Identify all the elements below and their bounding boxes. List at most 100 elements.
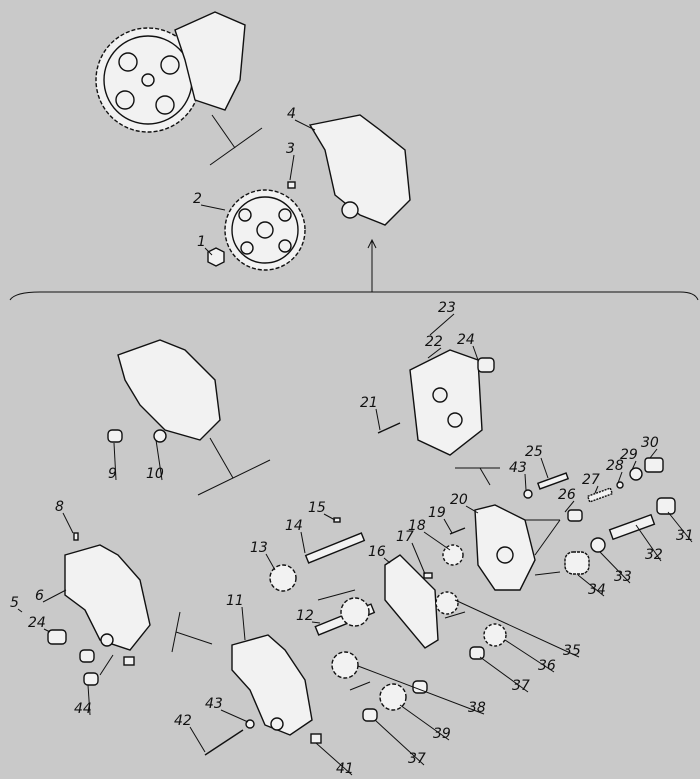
leader-line-31 — [667, 511, 693, 543]
pump-body-mid — [117, 339, 221, 443]
callout-42: 42 — [174, 713, 192, 729]
callout-12: 12 — [296, 608, 314, 624]
callout-28: 28 — [606, 458, 624, 474]
leader-line-22 — [427, 347, 442, 359]
leader-line-8 — [62, 512, 74, 534]
filter-small — [123, 656, 135, 666]
plug-31 — [656, 497, 676, 515]
leader-line-37 — [479, 656, 529, 693]
leader-line-9 — [113, 442, 117, 481]
callout-24: 24 — [457, 332, 475, 348]
leader-line-23 — [429, 313, 455, 336]
leader-line-41 — [315, 742, 353, 776]
gear-13 — [269, 564, 297, 592]
callout-2: 2 — [193, 191, 202, 207]
plunger-26 — [567, 509, 583, 522]
gear-38 — [331, 651, 359, 679]
leader-line-10 — [155, 439, 163, 481]
leader-line-29 — [631, 460, 637, 471]
drive-gear — [224, 189, 306, 271]
callout-25: 25 — [525, 444, 543, 460]
valve-32 — [608, 513, 656, 541]
callout-5: 5 — [10, 595, 19, 611]
bushing-37-b — [362, 708, 378, 722]
callout-29: 29 — [620, 447, 638, 463]
leader-line-16 — [383, 557, 391, 564]
plug-44 — [83, 672, 99, 686]
callout-33: 33 — [614, 569, 632, 585]
callout-1: 1 — [197, 234, 206, 250]
gear-35 — [435, 591, 459, 615]
leader-line-44 — [87, 684, 91, 716]
spring-27 — [586, 487, 614, 503]
leader-line-25 — [540, 457, 549, 479]
pin-21 — [377, 422, 401, 434]
leader-line-30 — [649, 448, 658, 459]
leader-line-35 — [454, 599, 580, 658]
leader-line-37 — [374, 719, 425, 766]
leader-line-28 — [617, 471, 623, 484]
leader-line-34 — [577, 574, 605, 597]
leader-line-1 — [204, 247, 213, 256]
leader-line-18 — [423, 531, 451, 551]
pin-19 — [449, 527, 466, 535]
pin-8 — [73, 532, 79, 541]
leader-line-5 — [17, 608, 23, 613]
pin-17 — [423, 572, 433, 579]
callout-23: 23 — [438, 300, 456, 316]
gear-shaft-12 — [340, 597, 370, 627]
leader-line-11 — [241, 606, 246, 641]
callout-3: 3 — [286, 141, 295, 157]
leader-line-19 — [443, 518, 453, 534]
leader-line-12 — [311, 621, 321, 624]
filter-41 — [310, 733, 322, 744]
callout-14: 14 — [285, 518, 303, 534]
leader-line-33 — [599, 551, 631, 584]
leader-line-36 — [504, 639, 555, 673]
plate-16 — [384, 554, 439, 649]
callout-8: 8 — [55, 499, 64, 515]
callout-18: 18 — [408, 518, 426, 534]
leader-line-43 — [220, 709, 249, 723]
pump-assembly-with-gear — [95, 11, 246, 133]
leader-line-4 — [294, 119, 316, 131]
leader-line-3 — [289, 154, 295, 181]
callout-16: 16 — [368, 544, 386, 560]
callout-11: 11 — [226, 593, 244, 609]
spring-34 — [564, 551, 590, 575]
washer-29 — [629, 467, 643, 481]
pump-body-4 — [308, 114, 411, 226]
pump-body-6 — [64, 544, 151, 651]
leader-line-21 — [375, 408, 381, 431]
callout-39: 39 — [433, 726, 451, 742]
leader-line-6 — [42, 589, 67, 603]
callout-17: 17 — [396, 529, 414, 545]
bolt-42 — [204, 729, 244, 756]
plug-30 — [644, 457, 664, 473]
leader-line-2 — [200, 204, 226, 211]
leader-line-17 — [411, 542, 426, 575]
callout-31: 31 — [676, 528, 694, 544]
callout-38: 38 — [468, 700, 486, 716]
callout-44: 44 — [74, 701, 92, 717]
bushing-9 — [107, 429, 123, 443]
ring-28 — [616, 481, 624, 489]
leader-line-42 — [189, 726, 206, 753]
callout-37: 37 — [512, 678, 530, 694]
gear-36 — [483, 623, 507, 647]
plug-44-a — [79, 649, 95, 663]
leader-line-43 — [524, 473, 527, 491]
callout-4: 4 — [287, 106, 296, 122]
callout-27: 27 — [582, 472, 600, 488]
callout-30: 30 — [641, 435, 659, 451]
callout-6: 6 — [35, 588, 44, 604]
nut-1 — [207, 247, 225, 267]
callout-24: 24 — [28, 615, 46, 631]
bolt-25 — [536, 472, 570, 490]
leader-line-24 — [472, 345, 479, 361]
washer-33 — [590, 537, 606, 553]
callout-19: 19 — [428, 505, 446, 521]
washer-43 — [523, 489, 533, 499]
leader-line-24 — [43, 628, 51, 633]
